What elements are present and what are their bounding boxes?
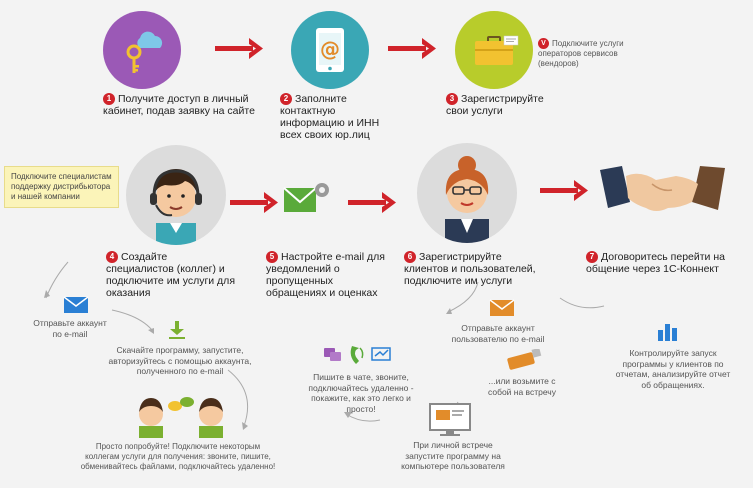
step6-number: 6	[404, 251, 416, 263]
phone-email-icon: @	[316, 28, 344, 72]
arrow-2-3	[388, 38, 436, 59]
step4-circle	[126, 145, 226, 245]
chatting-people-icon	[139, 397, 223, 438]
step5-label: Настройте e-mail для уведомлений о пропу…	[266, 251, 385, 299]
step7-label: Договоритесь перейти на общение через 1С…	[586, 251, 725, 275]
step2-number: 2	[280, 93, 292, 105]
computer-monitor-icon	[429, 403, 471, 436]
step2-circle: @	[291, 11, 369, 89]
step3-number: 3	[446, 93, 458, 105]
arrow-1-2	[215, 38, 263, 59]
manager-woman-icon	[445, 156, 489, 243]
envelope-left-icon	[63, 296, 89, 313]
send-account-right: Отправьте аккаунт пользователю по e-mail	[451, 323, 545, 344]
key-cloud-icon	[126, 31, 163, 73]
or-take: ...или возьмите с собой на встречу	[488, 376, 556, 397]
support-operator-icon	[150, 169, 202, 245]
download-program: Скачайте программу, запустите, авторизуй…	[108, 345, 252, 376]
step3-circle	[455, 11, 533, 89]
step4-label: Создайте специалистов (коллег) и подключ…	[106, 251, 235, 299]
chat-call: Пишите в чате, звоните, подключайтесь уд…	[308, 372, 414, 414]
vendor-badge: V	[538, 38, 549, 49]
step6-circle	[417, 143, 517, 243]
arrow-6-7	[540, 180, 588, 201]
step1-circle	[103, 11, 181, 89]
usb-drive-icon	[507, 349, 542, 370]
arrow-4-5	[230, 192, 278, 213]
envelope-right-icon	[489, 299, 515, 316]
handshake-icon	[600, 166, 725, 211]
download-icon	[169, 321, 185, 339]
step7-number: 7	[586, 251, 598, 263]
yellow-note: Подключите специалистам поддержку дистри…	[4, 166, 119, 208]
step4-number: 4	[106, 251, 118, 263]
vendor-note-text: Подключите услуги операторов сервисов (в…	[538, 39, 624, 68]
meeting: При личной встрече запустите программу н…	[401, 440, 505, 471]
step2-label: Заполните контактную информацию и ИНН вс…	[280, 93, 380, 141]
arrow-5-6	[348, 192, 396, 213]
svg-text:@: @	[320, 37, 340, 61]
email-settings-icon	[283, 183, 329, 212]
just-try: Просто попробуйте! Подключите некоторым …	[80, 442, 276, 471]
send-account-left: Отправьте аккаунт по e-mail	[33, 318, 107, 339]
step3-label: Зарегистрируйте свои услуги	[446, 93, 544, 117]
step5-number: 5	[266, 251, 278, 263]
step1-label: Получите доступ в личный кабинет, подав …	[103, 93, 255, 117]
step1-number: 1	[103, 93, 115, 105]
bar-report-icon	[658, 324, 677, 341]
control: Контролируйте запуск программы у клиенто…	[615, 348, 731, 390]
communication-icons	[324, 346, 391, 364]
briefcase-icon	[475, 35, 519, 65]
step6-label: Зарегистрируйте клиентов и пользователей…	[404, 251, 536, 287]
